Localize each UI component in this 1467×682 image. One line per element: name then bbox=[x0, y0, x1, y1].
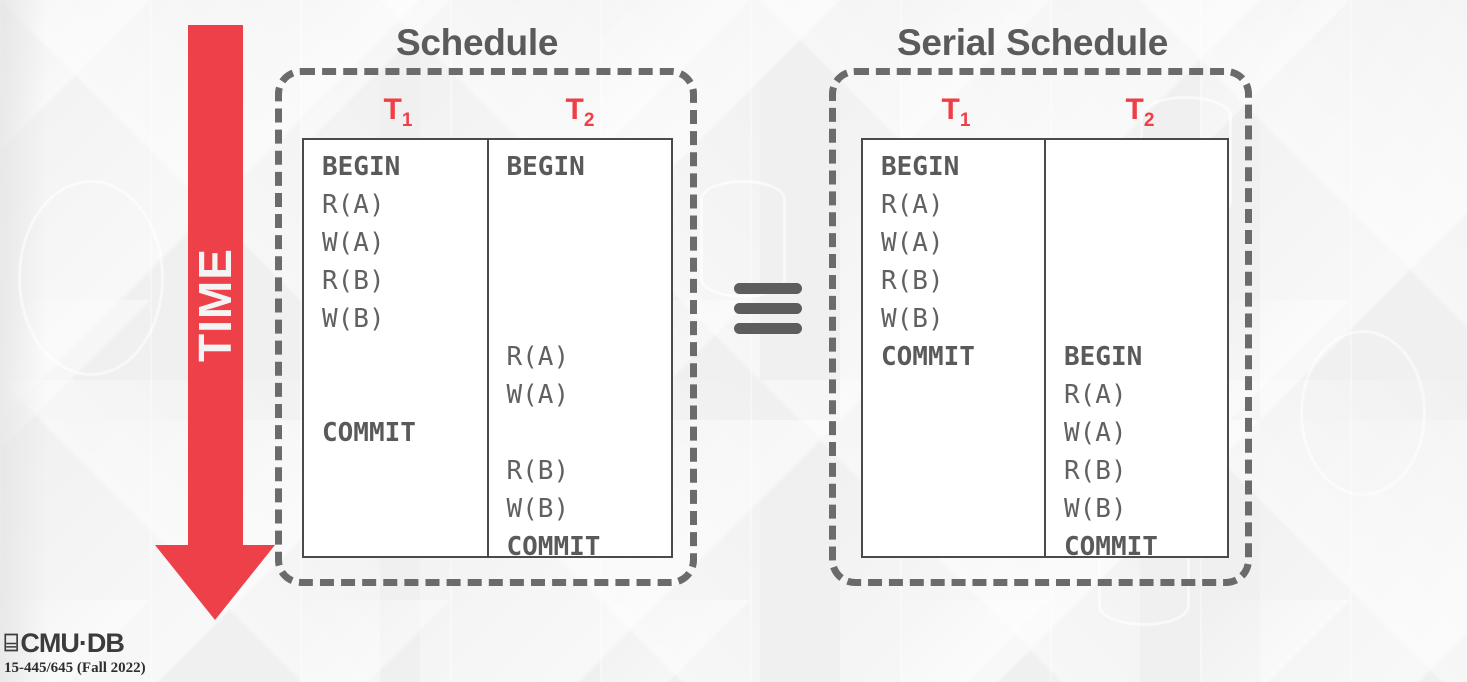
cmu-db-logo: ⌸ CMU·DB bbox=[4, 628, 146, 659]
schedule-operation: R(A) bbox=[881, 190, 944, 220]
serial-column-header-t2: T2 bbox=[1090, 93, 1190, 132]
schedule-operation-empty bbox=[507, 262, 672, 300]
txn-head-letter: T bbox=[565, 93, 584, 126]
schedule-operation-empty bbox=[322, 376, 487, 414]
schedule-operation: BEGIN bbox=[881, 152, 960, 182]
schedule-operation: COMMIT bbox=[881, 342, 975, 372]
txn-head-letter: T bbox=[1125, 93, 1144, 126]
footer: ⌸ CMU·DB 15-445/645 (Fall 2022) bbox=[4, 628, 146, 677]
schedule-operation-empty bbox=[322, 452, 487, 490]
equiv-bar bbox=[734, 323, 802, 334]
schedule-operation: W(A) bbox=[1064, 418, 1127, 448]
serial-t2-column: BEGIN R(A) W(A) R(B) W(B) COMMIT bbox=[1044, 140, 1227, 562]
schedule-operation-empty bbox=[1064, 148, 1227, 186]
schedule-operation-empty bbox=[881, 452, 1044, 490]
database-logo-icon: ⌸ bbox=[4, 629, 18, 657]
schedule-operation-empty bbox=[881, 376, 1044, 414]
schedule-table: BEGIN R(A) W(A) R(B) W(B) COMMIT BEGIN R(A) W… bbox=[302, 138, 673, 562]
schedule-operation: COMMIT bbox=[506, 532, 601, 562]
schedule-operation-empty bbox=[322, 528, 487, 566]
schedule-operation-empty bbox=[1064, 186, 1227, 224]
txn-head-subscript: 1 bbox=[401, 110, 413, 131]
schedule-operation-empty bbox=[322, 490, 487, 528]
schedule-t1-column: BEGIN R(A) W(A) R(B) W(B) COMMIT bbox=[304, 140, 487, 556]
schedule-operation: BEGIN bbox=[506, 152, 585, 182]
schedule-operation: W(A) bbox=[881, 228, 944, 258]
schedule-operation: COMMIT bbox=[1064, 532, 1158, 562]
schedule-operation-empty bbox=[507, 224, 672, 262]
schedule-operation: R(B) bbox=[506, 456, 570, 486]
schedule-operation: W(A) bbox=[506, 380, 570, 410]
schedule-operation-empty bbox=[507, 414, 672, 452]
txn-head-letter: T bbox=[941, 93, 960, 126]
serial-column-header-t1: T1 bbox=[906, 93, 1006, 132]
txn-head-subscript: 2 bbox=[583, 110, 595, 131]
schedule-operation-empty bbox=[881, 528, 1044, 566]
background-left-edge-shade bbox=[0, 0, 46, 682]
schedule-operation: W(B) bbox=[1064, 494, 1127, 524]
page-title-schedule: Schedule bbox=[396, 22, 559, 63]
schedule-operation: R(B) bbox=[1064, 456, 1127, 486]
time-axis-label: TIME bbox=[189, 248, 241, 362]
schedule-operation: W(B) bbox=[322, 304, 385, 334]
txn-head-subscript: 1 bbox=[959, 110, 971, 131]
schedule-operation-empty bbox=[507, 186, 672, 224]
serial-schedule-table: BEGIN R(A) W(A) R(B) W(B) COMMIT BEGIN R(A) W(A… bbox=[861, 138, 1229, 562]
schedule-column-header-t2: T2 bbox=[530, 93, 630, 132]
schedule-operation: BEGIN bbox=[1064, 342, 1143, 372]
schedule-operation: BEGIN bbox=[322, 152, 401, 182]
equivalence-symbol-icon bbox=[734, 283, 802, 335]
equiv-bar bbox=[734, 283, 802, 294]
schedule-operation-empty bbox=[322, 338, 487, 376]
schedule-operation: W(A) bbox=[322, 228, 385, 258]
serial-t1-column: BEGIN R(A) W(A) R(B) W(B) COMMIT bbox=[863, 140, 1044, 556]
schedule-operation-empty bbox=[1064, 262, 1227, 300]
schedule-operation: COMMIT bbox=[322, 418, 416, 448]
cmu-db-logo-text: CMU·DB bbox=[20, 628, 124, 658]
schedule-operation-empty bbox=[507, 300, 672, 338]
course-label: 15-445/645 (Fall 2022) bbox=[4, 660, 146, 676]
page-title-serial-schedule: Serial Schedule bbox=[897, 22, 1169, 63]
schedule-operation-empty bbox=[881, 490, 1044, 528]
schedule-operation-empty bbox=[1064, 300, 1227, 338]
txn-head-subscript: 2 bbox=[1143, 110, 1155, 131]
schedule-operation: R(A) bbox=[322, 190, 385, 220]
schedule-operation-empty bbox=[1064, 224, 1227, 262]
schedule-operation-empty bbox=[881, 414, 1044, 452]
txn-head-letter: T bbox=[383, 93, 402, 126]
schedule-operation: R(B) bbox=[322, 266, 385, 296]
schedule-operation: R(B) bbox=[881, 266, 944, 296]
schedule-column-header-t1: T1 bbox=[348, 93, 448, 132]
schedule-operation: W(B) bbox=[506, 494, 570, 524]
equiv-bar bbox=[734, 303, 802, 314]
schedule-operation: W(B) bbox=[881, 304, 944, 334]
schedule-operation: R(A) bbox=[506, 342, 570, 372]
schedule-t2-column: BEGIN R(A) W(A) R(B) W(B) COMMIT bbox=[486, 140, 672, 562]
schedule-operation: R(A) bbox=[1064, 380, 1127, 410]
